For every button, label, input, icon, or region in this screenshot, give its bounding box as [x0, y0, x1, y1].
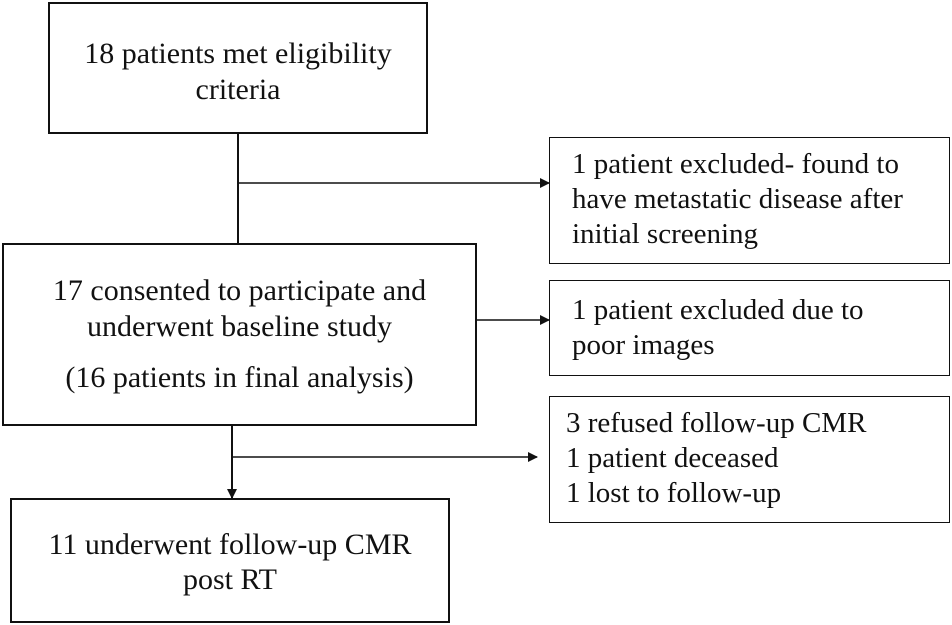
metastatic-exclusion-box: 1 patient excluded- found to have metast…: [549, 137, 950, 264]
eligibility-line-2: criteria: [195, 73, 281, 106]
followup-exclusion-line-3: 1 lost to follow-up: [566, 477, 782, 509]
images-exclusion-box: 1 patient excluded due to poor images: [549, 280, 950, 376]
metastatic-line-1: 1 patient excluded- found to: [572, 148, 899, 180]
baseline-box: 17 consented to participate and underwen…: [2, 243, 477, 426]
followup-exclusion-line-2: 1 patient deceased: [566, 442, 779, 474]
images-line-2: poor images: [572, 329, 715, 361]
followup-exclusion-box: 3 refused follow-up CMR 1 patient deceas…: [549, 396, 950, 523]
followup-line-1: 11 underwent follow-up CMR: [48, 528, 412, 561]
metastatic-line-2: have metastatic disease after: [572, 183, 903, 215]
baseline-line-2: underwent baseline study: [87, 310, 392, 343]
eligibility-line-1: 18 patients met eligibility: [84, 37, 392, 70]
eligibility-box: 18 patients met eligibility criteria: [48, 2, 428, 134]
followup-line-2: post RT: [182, 563, 278, 596]
images-line-1: 1 patient excluded due to: [572, 294, 864, 326]
baseline-line-3: (16 patients in final analysis): [65, 361, 414, 394]
followup-box: 11 underwent follow-up CMR post RT: [10, 498, 450, 623]
metastatic-line-3: initial screening: [572, 218, 759, 250]
baseline-line-1: 17 consented to participate and: [52, 274, 427, 307]
followup-exclusion-line-1: 3 refused follow-up CMR: [566, 407, 867, 439]
